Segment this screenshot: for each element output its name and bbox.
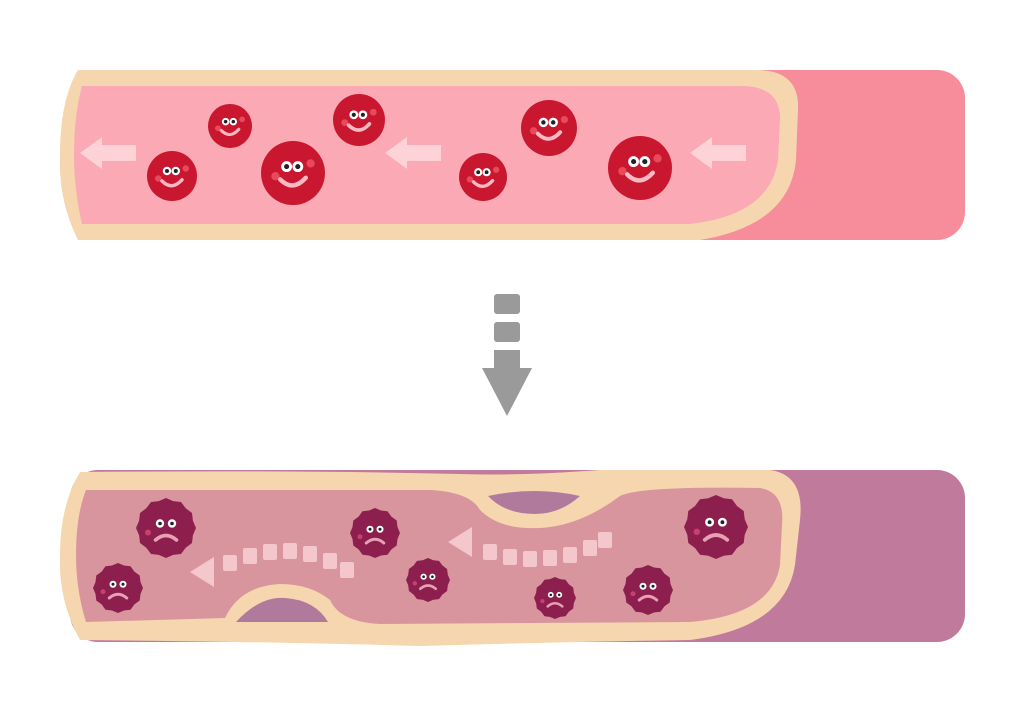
plaque-bottom [236,597,328,622]
happy-red-blood-cell [147,151,197,201]
healthy-vessel [59,70,965,240]
happy-red-blood-cell [208,104,252,148]
sad-blood-cell [350,508,400,558]
flow-left-arrow-icon [690,137,746,169]
sad-blood-cell [534,577,576,619]
happy-red-blood-cell [608,136,672,200]
sad-blood-cell [93,563,143,613]
plaque-top [488,491,580,514]
sad-blood-cell [684,495,748,559]
happy-red-blood-cell [459,153,507,201]
happy-red-blood-cell [261,141,325,205]
happy-red-blood-cell [333,94,385,146]
slow-flow-arrow-icon [448,527,612,567]
sad-blood-cell [406,558,450,602]
narrowed-vessel [59,470,965,646]
sad-blood-cell [623,565,673,615]
flow-left-arrow-icon [385,137,441,169]
slow-flow-arrow-icon [190,543,354,587]
sad-blood-cell [136,498,196,558]
happy-red-blood-cell [521,100,577,156]
narrowed-vessel-lumen [76,487,783,624]
flow-left-arrow-icon [80,137,136,169]
transition-down-arrow-icon [482,294,532,416]
